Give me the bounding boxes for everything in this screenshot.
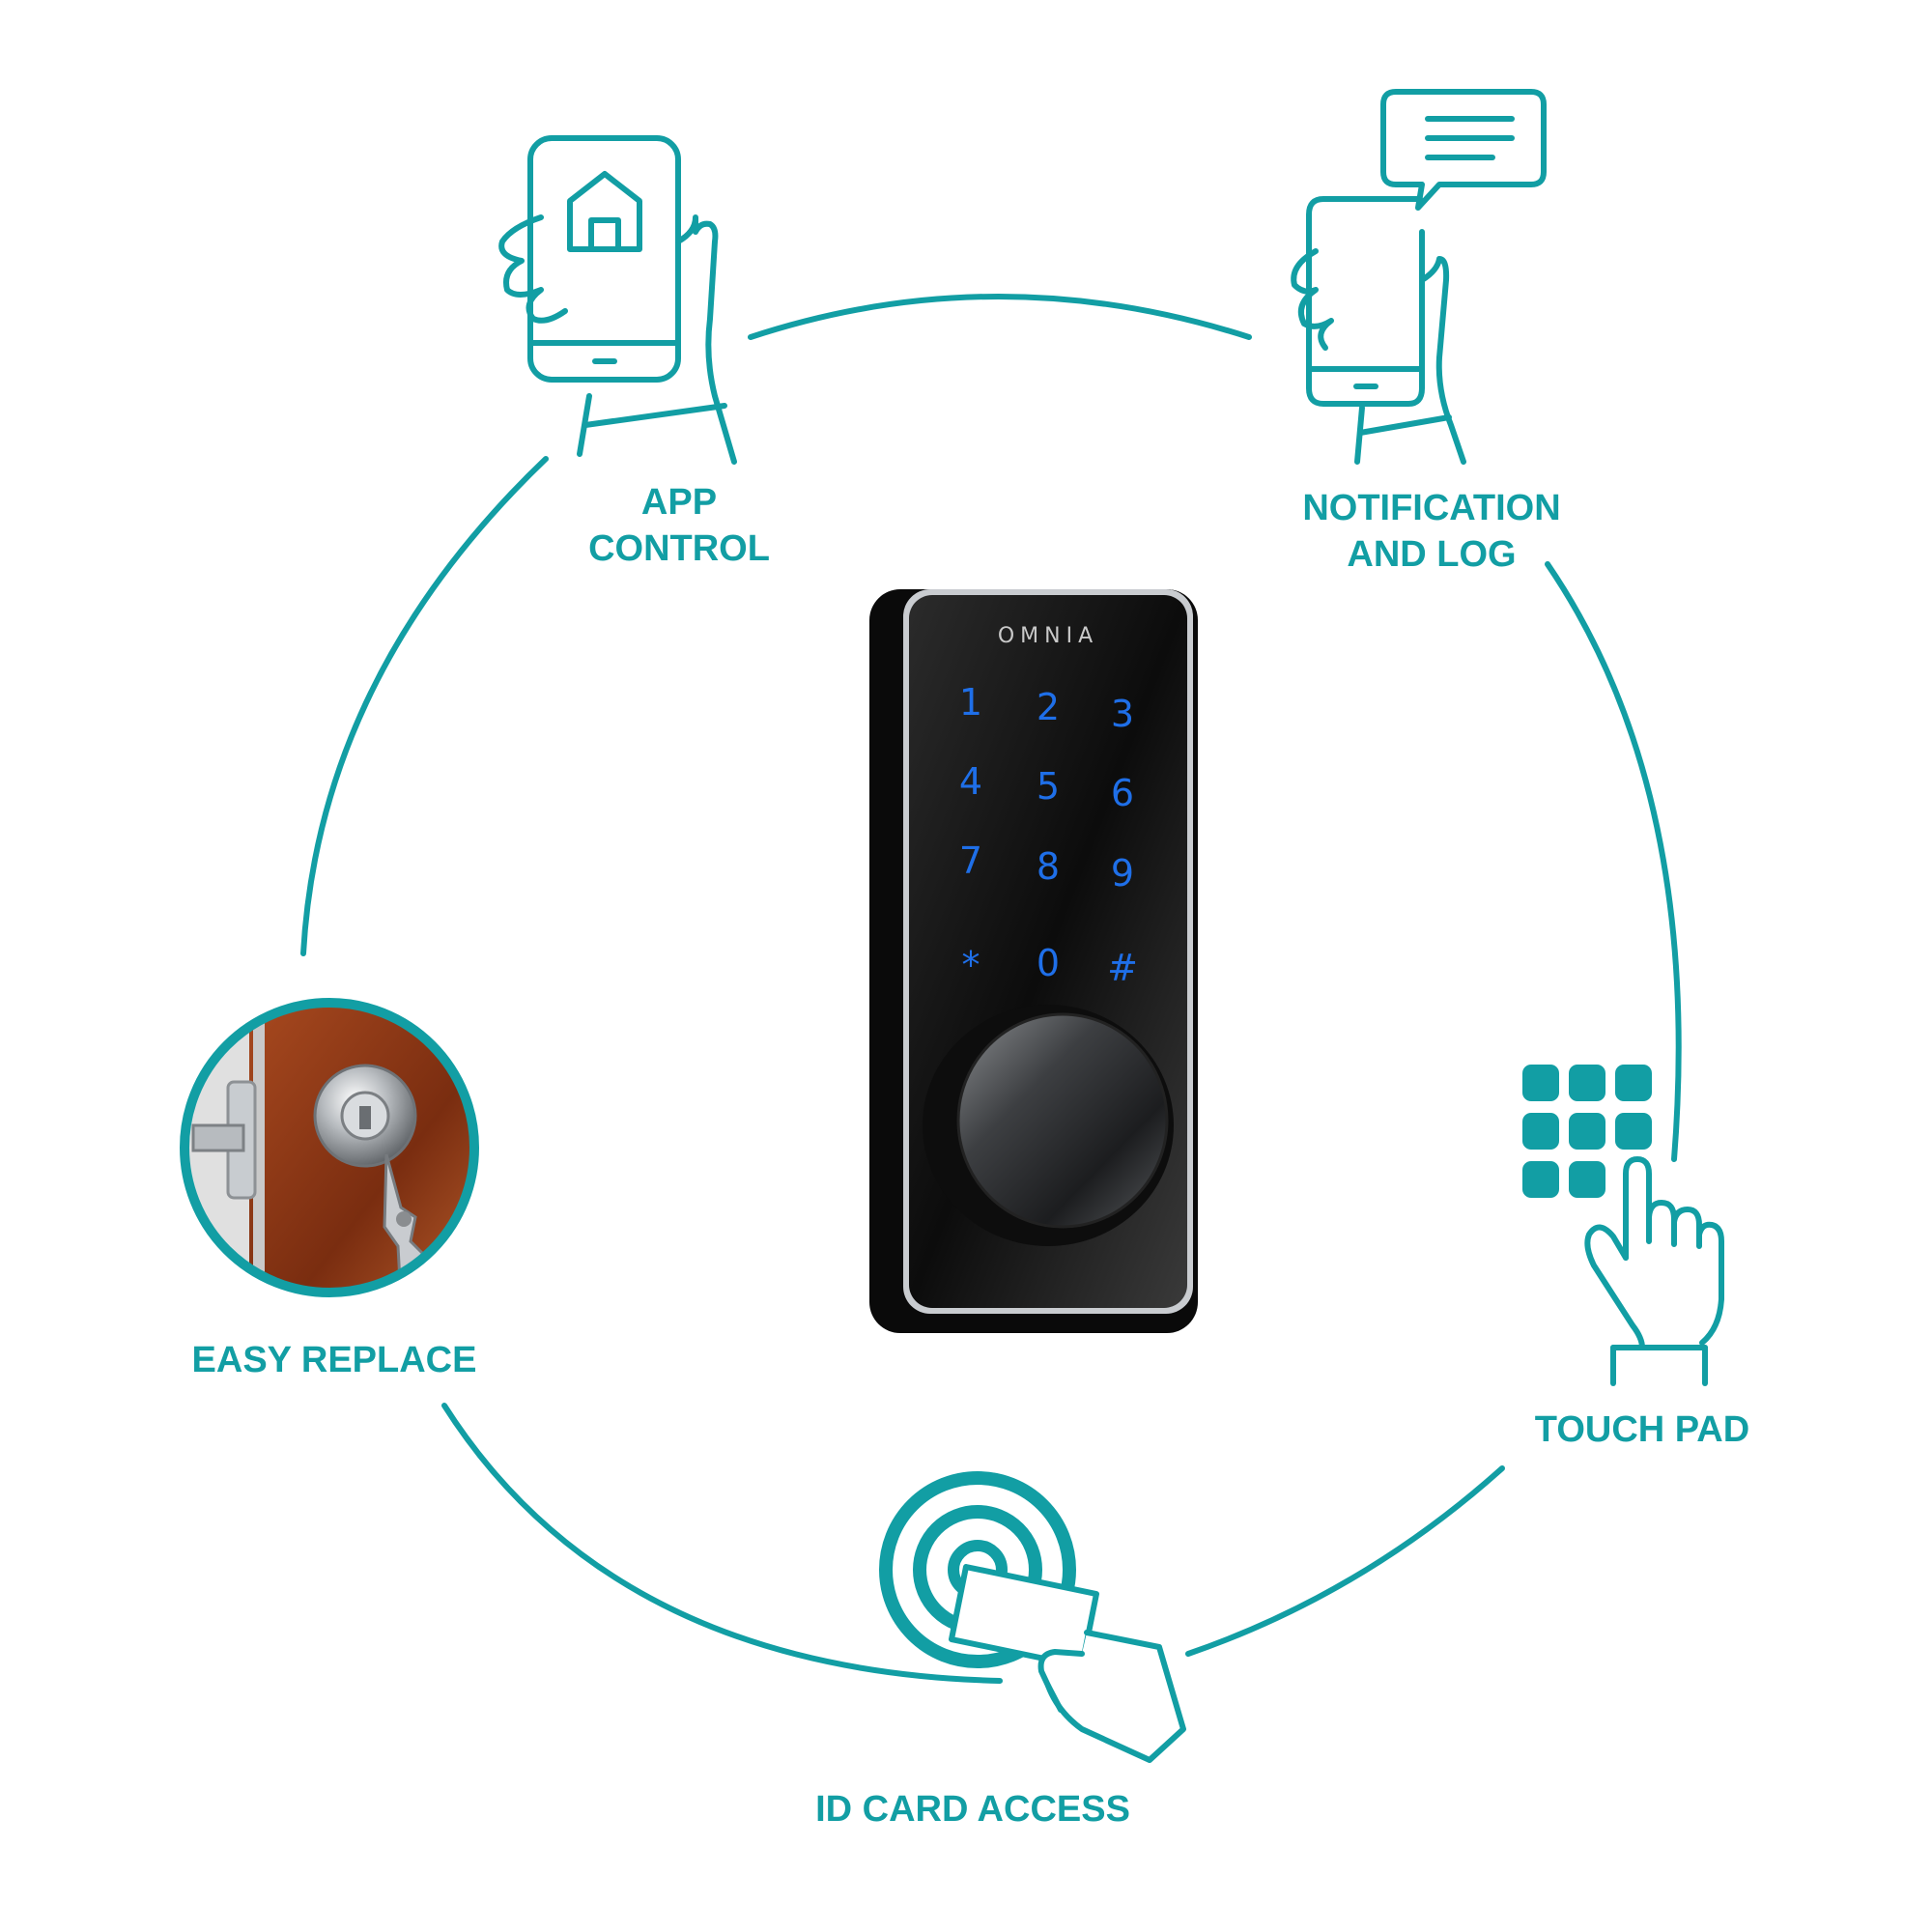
id-card-access-label: ID CARD ACCESS xyxy=(815,1789,1130,1830)
arc-notification-to-touchpad xyxy=(1545,561,1682,1162)
rfid-card-icon xyxy=(879,1471,1186,1763)
arc-app-to-notification xyxy=(748,294,1252,340)
key-hash: # xyxy=(1107,947,1138,989)
svg-text:TOUCH PAD: TOUCH PAD xyxy=(1535,1409,1749,1450)
key-3: 3 xyxy=(1111,693,1134,735)
key-0: 0 xyxy=(1037,942,1060,984)
keypad: 1 2 3 4 5 6 7 8 9 * 0 # xyxy=(959,681,1138,989)
key-6: 6 xyxy=(1111,772,1134,814)
app-control-label: APP CONTROL xyxy=(588,482,770,569)
arc-touchpad-to-card xyxy=(1185,1465,1505,1657)
phone-home-hand-icon xyxy=(498,135,737,465)
lock-knob xyxy=(923,1005,1174,1246)
key-star: * xyxy=(962,944,980,986)
svg-text:EASY REPLACE: EASY REPLACE xyxy=(192,1340,477,1380)
key-5: 5 xyxy=(1037,765,1060,808)
connector-arcs xyxy=(300,294,1682,1684)
deadbolt-key-photo xyxy=(180,998,479,1297)
svg-text:NOTIFICATION: NOTIFICATION xyxy=(1302,488,1560,528)
smart-lock: OMNIA 1 2 3 4 5 6 7 8 9 * 0 # xyxy=(869,589,1198,1333)
arc-replace-to-app xyxy=(300,456,549,956)
phone-message-hand-icon xyxy=(1291,89,1547,465)
key-8: 8 xyxy=(1037,845,1060,888)
brand-logo: OMNIA xyxy=(998,624,1098,648)
svg-text:AND LOG: AND LOG xyxy=(1347,534,1516,575)
svg-text:CONTROL: CONTROL xyxy=(588,528,770,569)
svg-text:ID CARD ACCESS: ID CARD ACCESS xyxy=(815,1789,1130,1830)
keypad-touch-icon xyxy=(1522,1065,1724,1386)
easy-replace-label: EASY REPLACE xyxy=(192,1340,477,1380)
key-2: 2 xyxy=(1037,686,1060,728)
key-7: 7 xyxy=(959,839,982,882)
key-9: 9 xyxy=(1111,852,1134,895)
svg-text:APP: APP xyxy=(641,482,717,523)
key-1: 1 xyxy=(959,681,982,724)
notification-log-label: NOTIFICATION AND LOG xyxy=(1302,488,1560,575)
touch-pad-label: TOUCH PAD xyxy=(1535,1409,1749,1450)
key-4: 4 xyxy=(959,760,982,803)
arc-card-to-replace xyxy=(441,1403,1003,1684)
